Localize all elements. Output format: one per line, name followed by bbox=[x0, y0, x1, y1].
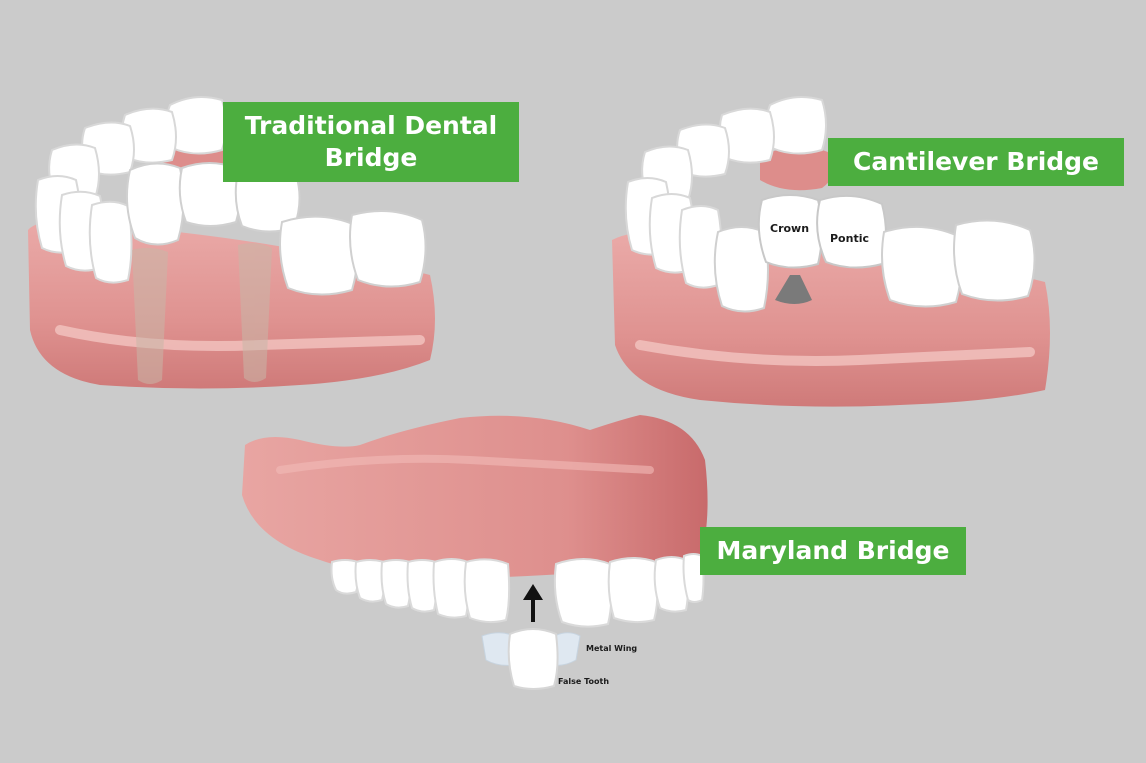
traditional-label-line1: Traditional Dental bbox=[244, 111, 498, 140]
front-molars bbox=[279, 210, 427, 296]
false-tooth bbox=[507, 628, 559, 690]
back-teeth bbox=[624, 95, 827, 289]
front-molars bbox=[881, 219, 1036, 308]
false-tooth-annotation: False Tooth bbox=[558, 677, 610, 686]
metal-wing-annotation: Metal Wing bbox=[586, 644, 638, 653]
traditional-bridge-illustration bbox=[28, 95, 435, 389]
crown-annotation: Crown bbox=[770, 222, 810, 235]
abutment-post bbox=[775, 275, 812, 304]
natural-tooth bbox=[713, 226, 769, 313]
maryland-bridge-illustration bbox=[242, 415, 708, 690]
crown-tooth bbox=[757, 194, 823, 269]
back-teeth bbox=[34, 95, 227, 284]
maryland-bridge-label: Maryland Bridge bbox=[700, 527, 966, 575]
pontic-annotation: Pontic bbox=[830, 232, 869, 245]
cantilever-bridge-label: Cantilever Bridge bbox=[828, 138, 1124, 186]
upper-gum bbox=[242, 415, 708, 578]
maryland-label-text: Maryland Bridge bbox=[716, 536, 950, 565]
back-gum bbox=[760, 147, 837, 191]
gum-highlight bbox=[635, 340, 1035, 366]
traditional-bridge-label: Traditional Dental Bridge bbox=[223, 102, 519, 182]
cantilever-bridge-illustration bbox=[612, 95, 1050, 407]
upper-teeth bbox=[330, 553, 705, 628]
up-arrow-icon bbox=[523, 584, 543, 622]
gum-highlight bbox=[276, 454, 654, 474]
cantilever-label-text: Cantilever Bridge bbox=[852, 147, 1100, 176]
traditional-label-line2: Bridge bbox=[324, 143, 418, 172]
abutment-roots bbox=[132, 243, 272, 384]
